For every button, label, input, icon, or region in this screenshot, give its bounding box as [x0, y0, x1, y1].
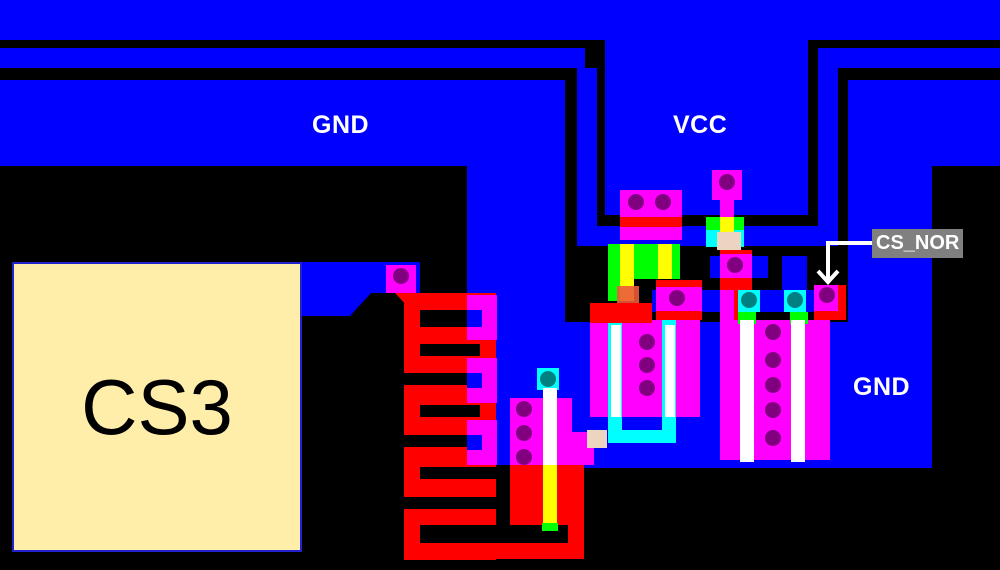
metal-vcc-wrap-left	[577, 68, 597, 246]
poly-bottom	[404, 543, 584, 559]
contact-dot	[628, 194, 644, 210]
via-dot	[741, 292, 757, 308]
contact-dot	[669, 290, 685, 306]
contact-dot	[639, 380, 655, 396]
contact-square	[617, 286, 639, 306]
poly-gap	[420, 525, 568, 543]
gate-yellow	[543, 465, 557, 523]
contact-square	[587, 430, 607, 448]
metal-top-rail	[0, 0, 1000, 40]
gate-white	[740, 320, 754, 462]
gnd-label-right: GND	[853, 373, 911, 401]
contact-dot	[727, 257, 743, 273]
gate-white	[543, 388, 557, 465]
cs3-label: CS3	[81, 362, 233, 451]
diff-finger-inner	[467, 373, 482, 388]
gate-white	[611, 325, 621, 417]
contact-dot	[765, 430, 781, 446]
contact-dot	[639, 334, 655, 350]
diff-stem	[720, 290, 734, 320]
poly-gap	[420, 344, 480, 356]
metal-vcc-wrap-right	[818, 68, 838, 246]
poly-right-leg	[568, 465, 584, 559]
net-arrow-head-icon	[816, 269, 840, 285]
active-yellow	[658, 244, 672, 279]
gnd-label-top: GND	[312, 111, 370, 139]
contact-dot	[655, 194, 671, 210]
contact-dot	[393, 268, 409, 284]
contact-dot	[516, 449, 532, 465]
poly-gap	[420, 467, 496, 479]
contact-dot	[765, 402, 781, 418]
via-dot	[540, 371, 556, 387]
metal-rail-right-2	[818, 48, 1000, 68]
gate-white	[791, 320, 805, 462]
gate-white	[665, 325, 675, 417]
metal-vcc-top	[605, 40, 808, 215]
poly-connector	[590, 303, 652, 323]
metal-vcc-wrap-bottom	[577, 226, 820, 246]
via-dot	[787, 292, 803, 308]
poly-strip	[620, 217, 682, 227]
contact-square	[717, 232, 741, 250]
vcc-label: VCC	[673, 111, 728, 139]
net-arrow-horizontal	[826, 241, 872, 245]
contact-dot	[639, 357, 655, 373]
poly-gap	[404, 497, 522, 509]
cs-nor-net-tag: CS_NOR	[872, 229, 964, 258]
diff-finger-inner	[467, 310, 482, 327]
poly-gap	[420, 405, 480, 417]
poly-gap	[404, 373, 480, 385]
metal-rail-2	[0, 48, 585, 68]
metal-strip-mid2	[782, 256, 807, 296]
diff-finger-inner	[467, 435, 482, 450]
contact-dot	[765, 352, 781, 368]
contact-dot	[516, 425, 532, 441]
contact-dot	[719, 174, 735, 190]
contact-dot	[765, 324, 781, 340]
via-u-bottom	[608, 430, 676, 443]
poly-gap	[404, 435, 480, 447]
poly-block-low	[510, 465, 568, 525]
cs-nor-contact-dot	[819, 287, 835, 303]
net-arrow-vertical	[826, 241, 830, 283]
cs3-cell: CS3	[12, 262, 302, 552]
gate-green-end	[542, 523, 558, 531]
diff-stem	[720, 200, 734, 218]
contact-dot	[765, 377, 781, 393]
contact-dot	[516, 401, 532, 417]
